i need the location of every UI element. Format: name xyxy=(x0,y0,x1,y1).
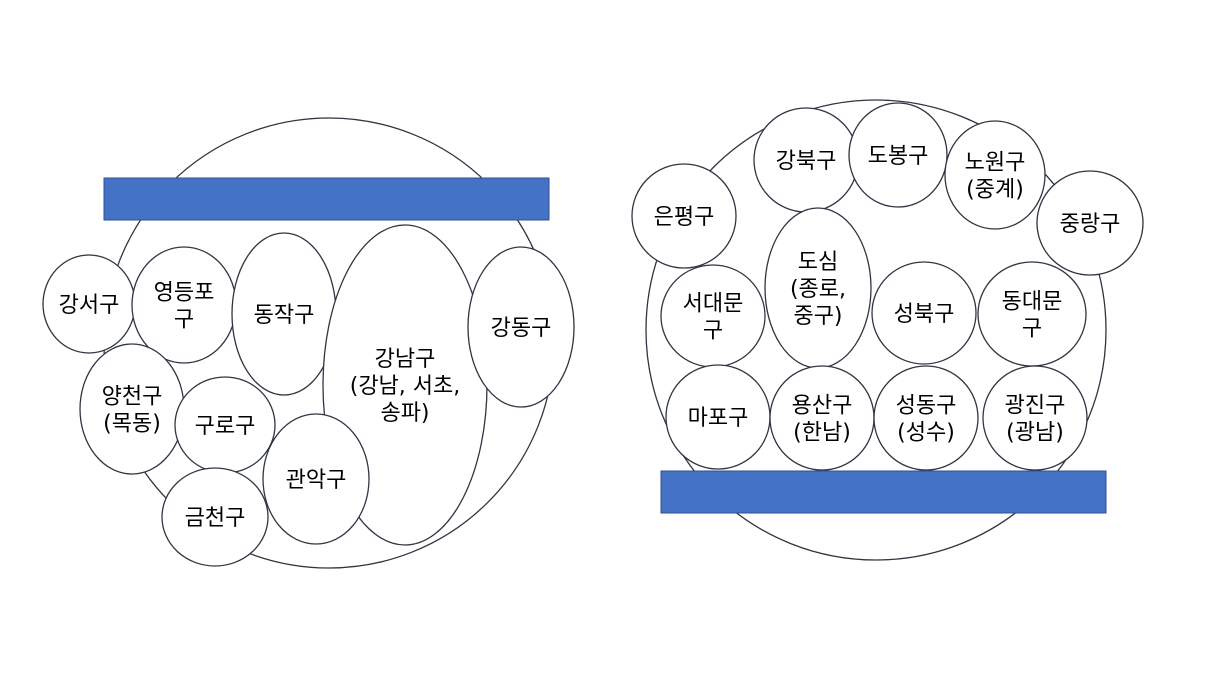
district-label-gangseo: 강서구 xyxy=(59,293,120,318)
district-label-yeongdeungpo: 영등포 xyxy=(154,281,215,306)
district-node-geumcheon: 금천구 xyxy=(161,467,269,567)
district-ellipse-geumcheon xyxy=(161,467,269,567)
district-label-gwangjin: (광남) xyxy=(1006,421,1064,446)
district-node-gangbuk: 강북구 xyxy=(753,107,859,213)
district-ellipse-jungnang xyxy=(1036,170,1144,276)
left-blue-bar xyxy=(103,177,550,221)
district-node-dongjak: 동작구 xyxy=(231,232,337,396)
district-label-gangbuk: 강북구 xyxy=(776,149,837,174)
district-ellipse-eunpyeong xyxy=(631,163,737,269)
district-label-yongsan: 용산구 xyxy=(792,394,853,419)
district-label-guro: 구로구 xyxy=(195,414,256,439)
district-node-gangseo: 강서구 xyxy=(42,254,136,354)
district-label-mapo: 마포구 xyxy=(688,406,749,431)
district-node-seongdong: 성동구(성수) xyxy=(873,365,979,471)
district-label-seodaemun: 서대문 xyxy=(683,292,744,317)
district-label-dosim: 중구) xyxy=(793,304,842,329)
district-ellipse-dobong xyxy=(848,102,948,208)
district-label-seongdong: (성수) xyxy=(897,421,955,446)
district-ellipse-gwanak xyxy=(262,413,370,545)
district-node-yongsan: 용산구(한남) xyxy=(769,365,875,471)
district-label-gwanak: 관악구 xyxy=(286,468,347,493)
district-node-guro: 구로구 xyxy=(174,376,276,474)
district-label-dongjak: 동작구 xyxy=(254,303,315,328)
district-ellipse-gwangjin xyxy=(982,365,1088,471)
district-label-geumcheon: 금천구 xyxy=(185,506,246,531)
district-label-gwangjin: 광진구 xyxy=(1005,394,1066,419)
district-label-seongdong: 성동구 xyxy=(896,394,957,419)
district-label-gangdong: 강동구 xyxy=(491,316,552,341)
district-label-jungnang: 중랑구 xyxy=(1060,212,1121,237)
district-ellipse-nowon xyxy=(944,120,1046,230)
district-label-dosim: (종로, xyxy=(790,277,846,302)
district-label-seongbuk: 성북구 xyxy=(894,302,955,327)
district-node-seongbuk: 성북구 xyxy=(871,261,977,365)
district-label-dobong: 도봉구 xyxy=(868,144,929,169)
district-node-mapo: 마포구 xyxy=(665,364,771,470)
district-node-nowon: 노원구(중계) xyxy=(944,120,1046,230)
district-ellipse-seongdong xyxy=(873,365,979,471)
district-ellipse-seongbuk xyxy=(871,261,977,365)
district-label-seodaemun: 구 xyxy=(703,319,723,344)
district-node-jungnang: 중랑구 xyxy=(1036,170,1144,276)
district-label-dosim: 도심 xyxy=(798,250,838,275)
district-label-gangnam: (강남, 서초, xyxy=(350,374,461,399)
district-label-eunpyeong: 은평구 xyxy=(654,205,715,230)
district-node-dosim: 도심(종로,중구) xyxy=(764,207,872,369)
district-label-nowon: 노원구 xyxy=(965,151,1026,176)
district-label-yeongdeungpo: 구 xyxy=(174,308,194,333)
district-label-gangnam: 송파) xyxy=(380,401,429,426)
district-node-gwanak: 관악구 xyxy=(262,413,370,545)
district-label-dongdaemun: 구 xyxy=(1022,317,1042,342)
right-blue-bar xyxy=(660,470,1107,514)
district-ellipse-gangdong xyxy=(467,246,575,408)
district-node-yangcheon: 양천구(목동) xyxy=(79,343,185,475)
district-node-gwangjin: 광진구(광남) xyxy=(982,365,1088,471)
district-label-yongsan: (한남) xyxy=(793,421,851,446)
district-label-gangnam: 강남구 xyxy=(375,347,436,372)
district-label-yangcheon: (목동) xyxy=(103,412,161,437)
district-node-dobong: 도봉구 xyxy=(848,102,948,208)
district-label-nowon: (중계) xyxy=(966,178,1024,203)
district-node-gangdong: 강동구 xyxy=(467,246,575,408)
district-label-yangcheon: 양천구 xyxy=(102,385,163,410)
district-node-eunpyeong: 은평구 xyxy=(631,163,737,269)
district-label-dongdaemun: 동대문 xyxy=(1002,290,1063,315)
